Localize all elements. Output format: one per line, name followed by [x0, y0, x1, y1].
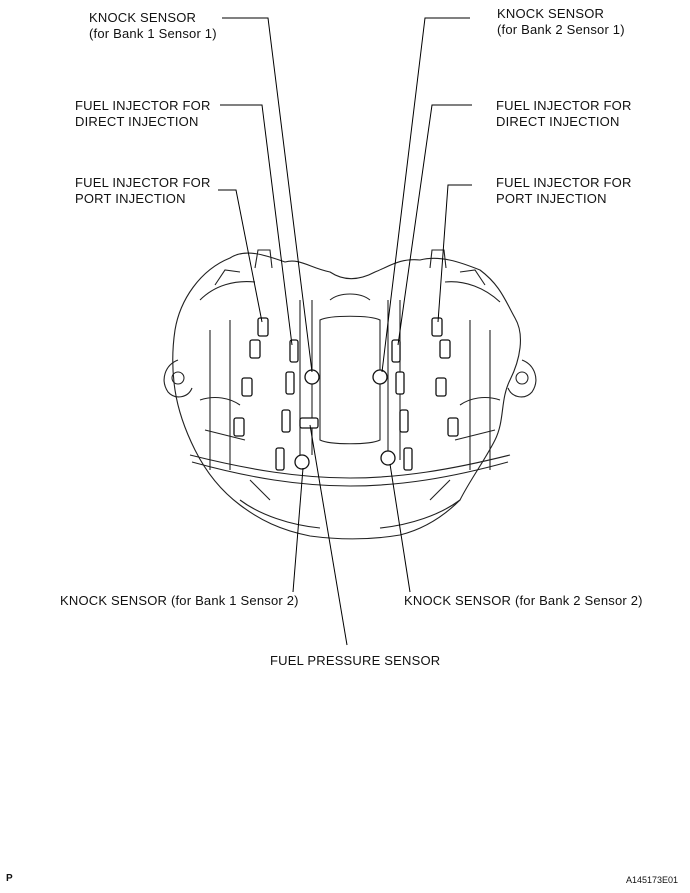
label-line: FUEL INJECTOR FOR [75, 175, 211, 190]
fuel-pressure-sensor [299, 417, 319, 429]
port-injector-left-1 [257, 317, 269, 337]
label-line: PORT INJECTION [75, 191, 186, 206]
knock-sensor-b2s2 [380, 450, 396, 466]
label-line: FUEL INJECTOR FOR [496, 98, 632, 113]
label-line: DIRECT INJECTION [75, 114, 199, 129]
figure-code: A145173E01 [626, 875, 679, 885]
knock-sensor-b2s1 [372, 369, 388, 385]
components [233, 317, 459, 471]
port-injector-right-4 [447, 417, 459, 437]
di-injector-right-1 [391, 339, 401, 363]
di-injector-right-3 [399, 409, 409, 433]
port-injector-right-2 [439, 339, 451, 359]
port-injector-left-3 [241, 377, 253, 397]
label-line: FUEL INJECTOR FOR [75, 98, 211, 113]
label-knock-sensor-bank2-sensor1: KNOCK SENSOR (for Bank 2 Sensor 1) [497, 6, 625, 38]
label-knock-sensor-bank1-sensor1: KNOCK SENSOR (for Bank 1 Sensor 1) [89, 10, 217, 42]
di-injector-left-1 [289, 339, 299, 363]
port-injector-right-3 [435, 377, 447, 397]
leader-lines [218, 17, 472, 646]
port-injector-left-4 [233, 417, 245, 437]
label-line: KNOCK SENSOR [89, 10, 197, 25]
di-injector-right-2 [395, 371, 405, 395]
label-line: DIRECT INJECTION [496, 114, 620, 129]
label-line: (for Bank 2 Sensor 1) [497, 22, 625, 37]
page-marker: P [6, 873, 13, 884]
di-injector-left-2 [285, 371, 295, 395]
label-port-injector-left: FUEL INJECTOR FOR PORT INJECTION [75, 175, 211, 207]
label-line: PORT INJECTION [496, 191, 607, 206]
di-injector-left-4 [275, 447, 285, 471]
label-line: KNOCK SENSOR [497, 6, 605, 21]
port-injector-left-2 [249, 339, 261, 359]
label-direct-injector-right: FUEL INJECTOR FOR DIRECT INJECTION [496, 98, 632, 130]
engine-illustration [163, 249, 537, 540]
label-direct-injector-left: FUEL INJECTOR FOR DIRECT INJECTION [75, 98, 211, 130]
di-injector-left-3 [281, 409, 291, 433]
label-port-injector-right: FUEL INJECTOR FOR PORT INJECTION [496, 175, 632, 207]
label-fuel-pressure-sensor: FUEL PRESSURE SENSOR [270, 653, 441, 668]
knock-sensor-b1s1 [304, 369, 320, 385]
port-injector-right-1 [431, 317, 443, 337]
label-line: FUEL INJECTOR FOR [496, 175, 632, 190]
label-knock-sensor-bank1-sensor2: KNOCK SENSOR (for Bank 1 Sensor 2) [60, 593, 299, 608]
label-line: (for Bank 1 Sensor 1) [89, 26, 217, 41]
di-injector-right-4 [403, 447, 413, 471]
label-knock-sensor-bank2-sensor2: KNOCK SENSOR (for Bank 2 Sensor 2) [404, 593, 643, 608]
knock-sensor-b1s2 [294, 454, 310, 470]
